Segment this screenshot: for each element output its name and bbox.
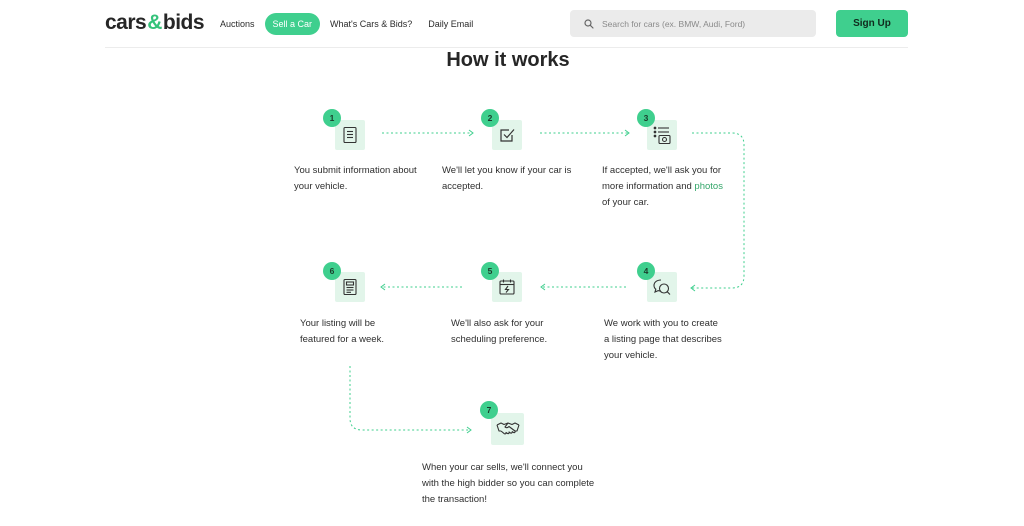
sign-up-button[interactable]: Sign Up [836,10,908,37]
step-7-icon-box [491,413,524,445]
logo[interactable]: cars&bids [105,11,205,35]
step-6-text: Your listing will be featured for a week… [300,318,384,345]
step-2-icon-box [492,120,522,150]
calendar-icon [499,279,515,295]
main-nav: Auctions Sell a Car What's Cars & Bids? … [214,13,483,35]
photo-list-icon [653,126,671,145]
nav-auctions[interactable]: Auctions [220,19,255,29]
arrowhead-5 [540,283,546,291]
step-2-text: We'll let you know if your car is accept… [442,165,572,192]
step-7-number: 7 [480,401,498,419]
nav-daily-email[interactable]: Daily Email [428,19,474,29]
step-5-text: We'll also ask for your scheduling prefe… [451,318,548,345]
checkbox-icon [500,129,515,142]
step-5-icon-box [492,272,522,302]
form-icon [343,126,357,144]
arrowhead-7 [466,426,472,434]
logo-cars: cars [105,11,147,34]
logo-ampersand: & [147,11,162,34]
arrowhead-4 [690,284,696,292]
step-1-number: 1 [323,109,341,127]
handshake-icon [495,422,520,435]
photos-link[interactable]: photos [694,181,723,192]
connector-6-7 [349,366,470,431]
nav-sell-a-car[interactable]: Sell a Car [264,13,321,35]
search-bar[interactable] [570,10,816,37]
arrowhead-2 [468,129,474,137]
arrowhead-6 [380,283,386,291]
step-7-text: When your car sells, we'll connect you w… [422,462,595,505]
step-6-icon-box [335,272,365,302]
search-icon [584,18,594,29]
nav-whats-cars-and-bids[interactable]: What's Cars & Bids? [330,19,413,29]
step-3-text-start: If accepted, we'll ask you for more info… [602,165,722,192]
step-3-icon-box [647,120,677,150]
step-4-number: 4 [637,262,655,280]
step-6-number: 6 [323,262,341,280]
chat-icon [653,279,671,295]
step-1-text: You submit information about your vehicl… [294,165,417,192]
header-divider [105,47,908,48]
step-3-text-end: of your car. [602,197,649,208]
step-3-text: If accepted, we'll ask you for more info… [602,163,727,211]
step-3-number: 3 [637,109,655,127]
arrowhead-3 [624,129,630,137]
site-header: cars&bids Auctions Sell a Car What's Car… [0,0,1024,48]
step-1-icon-box [335,120,365,150]
step-4-text: We work with you to create a listing pag… [604,318,722,361]
page-title: How it works [446,49,570,71]
step-5-number: 5 [481,262,499,280]
listing-icon [343,278,357,296]
logo-bids: bids [162,11,205,34]
step-2-number: 2 [481,109,499,127]
search-input[interactable] [602,18,802,29]
